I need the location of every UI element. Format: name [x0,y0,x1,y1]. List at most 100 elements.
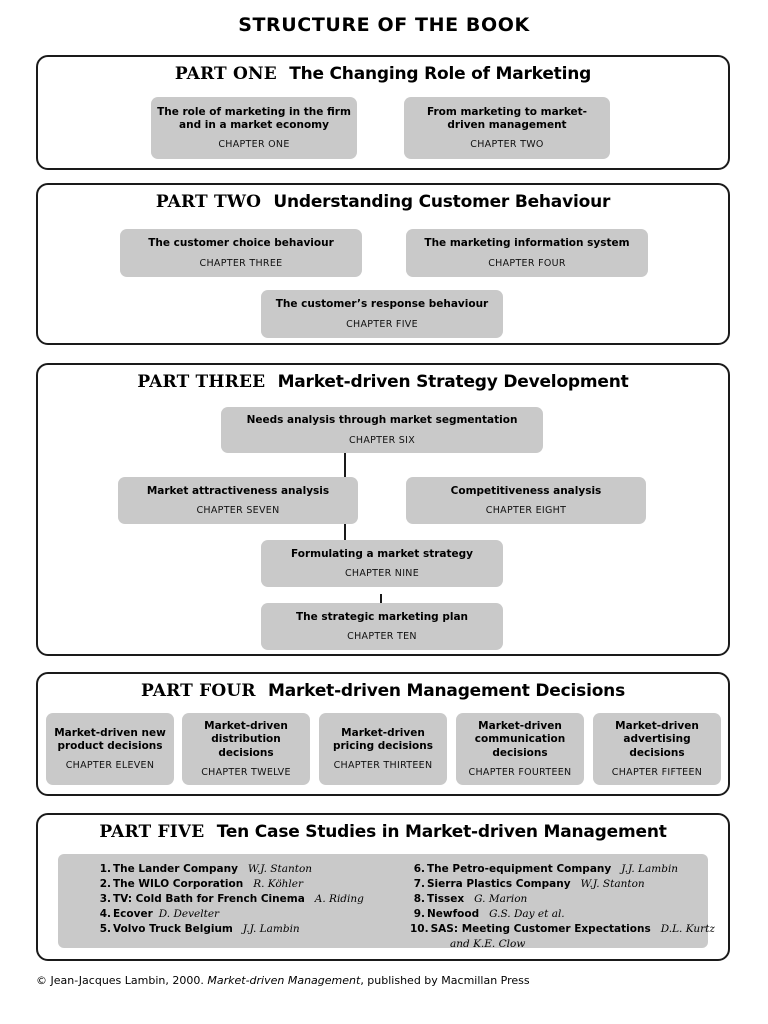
case-name: The WILO Corporation [113,877,244,890]
case-name: SAS: Meeting Customer Expectations [430,922,651,935]
chapter-box-seven-number: CHAPTER SEVEN [196,505,280,517]
chapter-box-eleven-number: CHAPTER ELEVEN [65,760,155,772]
chapter-box-fifteen[interactable]: Market-driven advertising decisions CHAP… [593,713,721,785]
chapter-box-eleven-title: Market-driven new product decisions [54,726,166,752]
part-three-heading: PART THREE Market-driven Strategy Develo… [38,373,728,392]
chapter-box-twelve-title: Market-driven distribution decisions [204,719,288,759]
part-five-title: Ten Case Studies in Market-driven Manage… [216,822,667,842]
footer-prefix: © Jean-Jacques Lambin, 2000. [36,974,208,987]
case-studies-left-column: 1. The Lander Company W.J. Stanton 2. Th… [96,862,364,937]
chapter-box-six-number: CHAPTER SIX [348,434,416,446]
connector-six-to-seven [344,453,346,479]
chapter-box-five-number: CHAPTER FIVE [346,318,418,330]
case-author: R. Köhler [253,877,304,890]
case-number: 7. [413,877,425,890]
part-one-heading: PART ONE The Changing Role of Marketing [38,65,728,84]
chapter-box-eight-number: CHAPTER EIGHT [485,505,567,517]
case-number: 1. [99,863,111,875]
chapter-box-six[interactable]: Needs analysis through market segmentati… [221,407,543,453]
chapter-box-five-title: The customer’s response behaviour [275,298,489,311]
case-number: 6. [413,863,425,875]
chapter-box-seven[interactable]: Market attractiveness analysis CHAPTER S… [118,477,358,524]
part-two-panel: PART TWO Understanding Customer Behaviou… [36,183,730,345]
case-number: 9. [413,907,425,920]
case-number: 5. [99,922,111,935]
list-item[interactable]: 3. TV: Cold Bath for French Cinema A. Ri… [96,892,364,907]
case-name: Newfood [427,907,480,920]
chapter-box-nine[interactable]: Formulating a market strategy CHAPTER NI… [261,540,503,587]
chapter-box-two[interactable]: From marketing to market-driven manageme… [404,97,610,159]
chapter-box-fourteen-title: Market-driven communication decisions [474,719,566,759]
list-item[interactable]: 6. The Petro-equipment Company J.J. Lamb… [410,862,715,877]
part-five-panel: PART FIVE Ten Case Studies in Market-dri… [36,813,730,961]
chapter-box-nine-title: Formulating a market strategy [291,547,473,560]
part-one-label: PART ONE [174,64,277,84]
chapter-box-twelve-number: CHAPTER TWELVE [201,767,291,779]
chapter-box-three[interactable]: The customer choice behaviour CHAPTER TH… [120,229,362,277]
case-name: The Lander Company [113,863,238,875]
chapter-box-one-title: The role of marketing in the firm and in… [157,105,351,131]
case-studies-right-column: 6. The Petro-equipment Company J.J. Lamb… [410,862,715,951]
case-author: W.J. Stanton [580,877,645,890]
chapter-box-ten-title: The strategic marketing plan [295,610,469,623]
list-item[interactable]: 4. Ecover D. Develter [96,907,364,922]
chapter-box-eleven[interactable]: Market-driven new product decisions CHAP… [46,713,174,785]
chapter-box-three-title: The customer choice behaviour [148,237,334,250]
page-title: STRUCTURE OF THE BOOK [238,14,530,36]
case-author: D.L. Kurtz [660,922,715,935]
case-number: 8. [413,892,425,905]
part-five-heading: PART FIVE Ten Case Studies in Market-dri… [38,823,728,842]
list-item[interactable]: 5. Volvo Truck Belgium J.J. Lambin [96,922,364,937]
part-four-title: Market-driven Management Decisions [268,681,625,701]
chapter-box-five[interactable]: The customer’s response behaviour CHAPTE… [261,290,503,338]
list-item[interactable]: 1. The Lander Company W.J. Stanton [96,862,364,877]
list-item[interactable]: 2. The WILO Corporation R. Köhler [96,877,364,892]
chapter-box-twelve[interactable]: Market-driven distribution decisions CHA… [182,713,310,785]
list-item[interactable]: 10. SAS: Meeting Customer Expectations D… [410,922,715,937]
case-author: A. Riding [314,892,364,905]
chapter-box-eight[interactable]: Competitiveness analysis CHAPTER EIGHT [406,477,646,524]
part-four-panel: PART FOUR Market-driven Management Decis… [36,672,730,796]
chapter-box-thirteen[interactable]: Market-driven pricing decisions CHAPTER … [319,713,447,785]
part-three-title: Market-driven Strategy Development [277,372,629,392]
case-author: W.J. Stanton [247,863,313,875]
case-author: J.J. Lambin [242,922,300,935]
case-name: TV: Cold Bath for French Cinema [113,892,305,905]
case-name: Tissex [427,892,465,905]
part-two-label: PART TWO [155,192,262,212]
chapter-box-four-number: CHAPTER FOUR [488,257,566,269]
list-item[interactable]: 7. Sierra Plastics Company W.J. Stanton [410,877,715,892]
chapter-box-thirteen-number: CHAPTER THIRTEEN [333,760,433,772]
list-item[interactable]: 9. Newfood G.S. Day et al. [410,907,715,922]
part-one-title: The Changing Role of Marketing [289,64,592,84]
case-number: 10. [410,922,429,935]
case-name: Volvo Truck Belgium [113,922,233,935]
case-name: Ecover [113,907,153,920]
case-author: G.S. Day et al. [489,907,565,920]
part-three-label: PART THREE [137,372,266,392]
chapter-box-three-number: CHAPTER THREE [199,257,283,269]
chapter-box-four-title: The marketing information system [424,237,630,250]
case-author-continuation: and K.E. Clow [450,937,526,950]
chapter-box-eight-title: Competitiveness analysis [450,484,602,497]
case-number: 2. [99,877,111,890]
case-author: D. Develter [158,907,220,920]
chapter-box-two-title: From marketing to market-driven manageme… [426,105,588,131]
list-item[interactable]: 8. Tissex G. Marion [410,892,715,907]
chapter-box-four[interactable]: The marketing information system CHAPTER… [406,229,648,277]
chapter-box-ten[interactable]: The strategic marketing plan CHAPTER TEN [261,603,503,650]
part-two-title: Understanding Customer Behaviour [273,192,611,212]
chapter-box-seven-title: Market attractiveness analysis [146,484,330,497]
part-four-heading: PART FOUR Market-driven Management Decis… [38,682,728,701]
chapter-box-six-title: Needs analysis through market segmentati… [246,414,518,427]
chapter-box-one[interactable]: The role of marketing in the firm and in… [151,97,357,159]
case-author: J.J. Lambin [621,863,679,875]
part-two-heading: PART TWO Understanding Customer Behaviou… [38,193,728,212]
footer-book-title: Market-driven Management [207,974,361,987]
chapter-box-one-number: CHAPTER ONE [218,139,290,151]
chapter-box-fourteen[interactable]: Market-driven communication decisions CH… [456,713,584,785]
case-studies-list: 1. The Lander Company W.J. Stanton 2. Th… [58,854,715,950]
part-five-label: PART FIVE [99,822,205,842]
case-name: Sierra Plastics Company [427,877,571,890]
